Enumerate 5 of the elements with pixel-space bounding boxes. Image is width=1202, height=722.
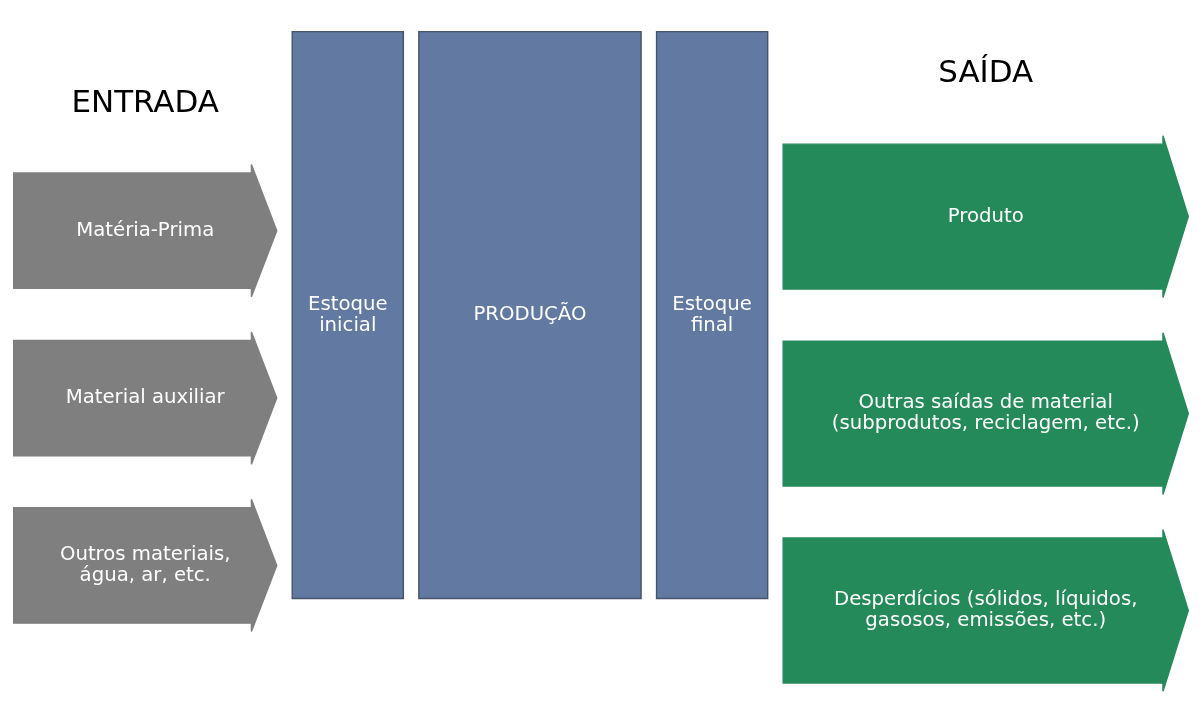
node-box: Estoque final (655, 30, 769, 599)
label: SAÍDA (938, 52, 1034, 89)
node-box: Estoque inicial (291, 30, 405, 599)
node-box: PRODUÇÃO (418, 30, 642, 599)
label: ENTRADA (71, 82, 219, 119)
